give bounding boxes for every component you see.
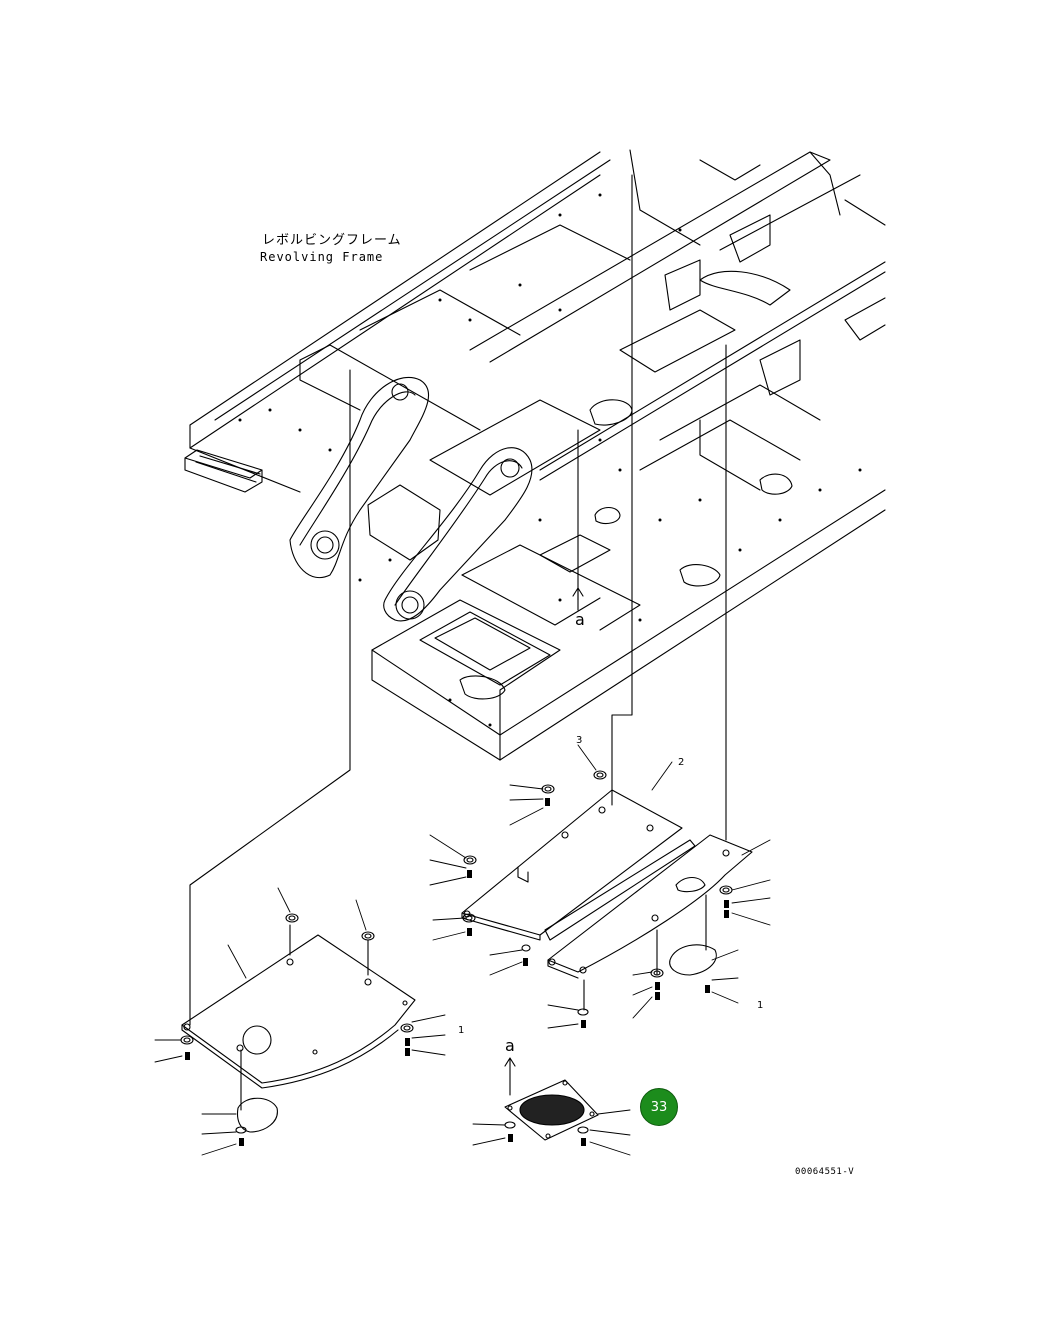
assembly-lines (189, 174, 727, 1111)
right-undercover-plate (544, 834, 753, 979)
right-round-cover (669, 944, 717, 976)
view-label-upper: a (575, 610, 585, 629)
view-arrow-lower (504, 1057, 516, 1096)
part-number-1-right: 1 (757, 1000, 764, 1011)
left-round-cover (236, 1097, 278, 1133)
frame-title-english: Revolving Frame (260, 250, 384, 264)
callout-leaders (154, 744, 771, 1156)
mesh-cover-plate (504, 1079, 599, 1141)
revolving-frame (184, 149, 886, 761)
frame-title-japanese: レボルビングフレーム (262, 233, 402, 248)
part-number-2: 2 (678, 757, 685, 768)
callout-badge-33[interactable]: 33 (640, 1088, 678, 1126)
drawing-code: 00064551-V (795, 1167, 855, 1177)
part-number-1-left: 1 (458, 1025, 465, 1036)
fasteners (180, 770, 733, 1146)
view-label-lower: a (505, 1036, 515, 1055)
part-number-3: 3 (576, 735, 583, 746)
view-arrow-upper (572, 587, 584, 611)
left-undercover-plate (181, 934, 416, 1089)
